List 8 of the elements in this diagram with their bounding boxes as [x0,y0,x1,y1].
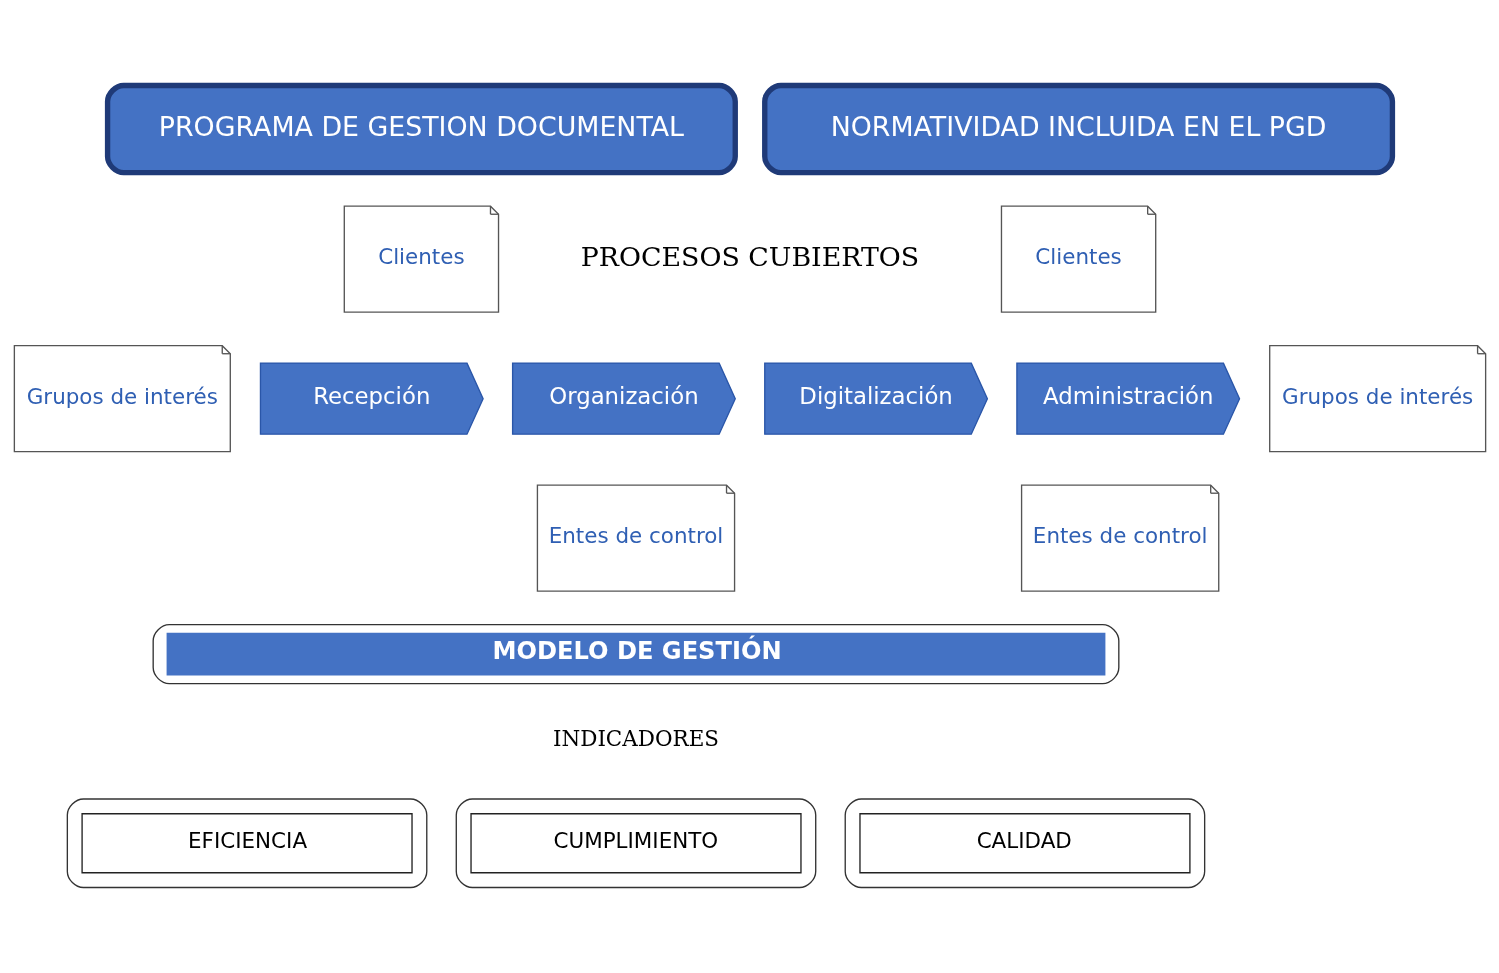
node-box: MODELO DE GESTIÓN [152,623,1119,685]
label: INDICADORES [552,726,719,752]
node-box: PROGRAMA DE GESTION DOCUMENTAL [104,82,738,176]
node-box: NORMATIVIDAD INCLUIDA EN EL PGD [761,82,1395,176]
node-box: EFICIENCIA [66,798,427,889]
node-box: CUMPLIMIENTO [455,798,816,889]
node-box: CALIDAD [844,798,1205,889]
label: PROCESOS CUBIERTOS [580,240,919,272]
